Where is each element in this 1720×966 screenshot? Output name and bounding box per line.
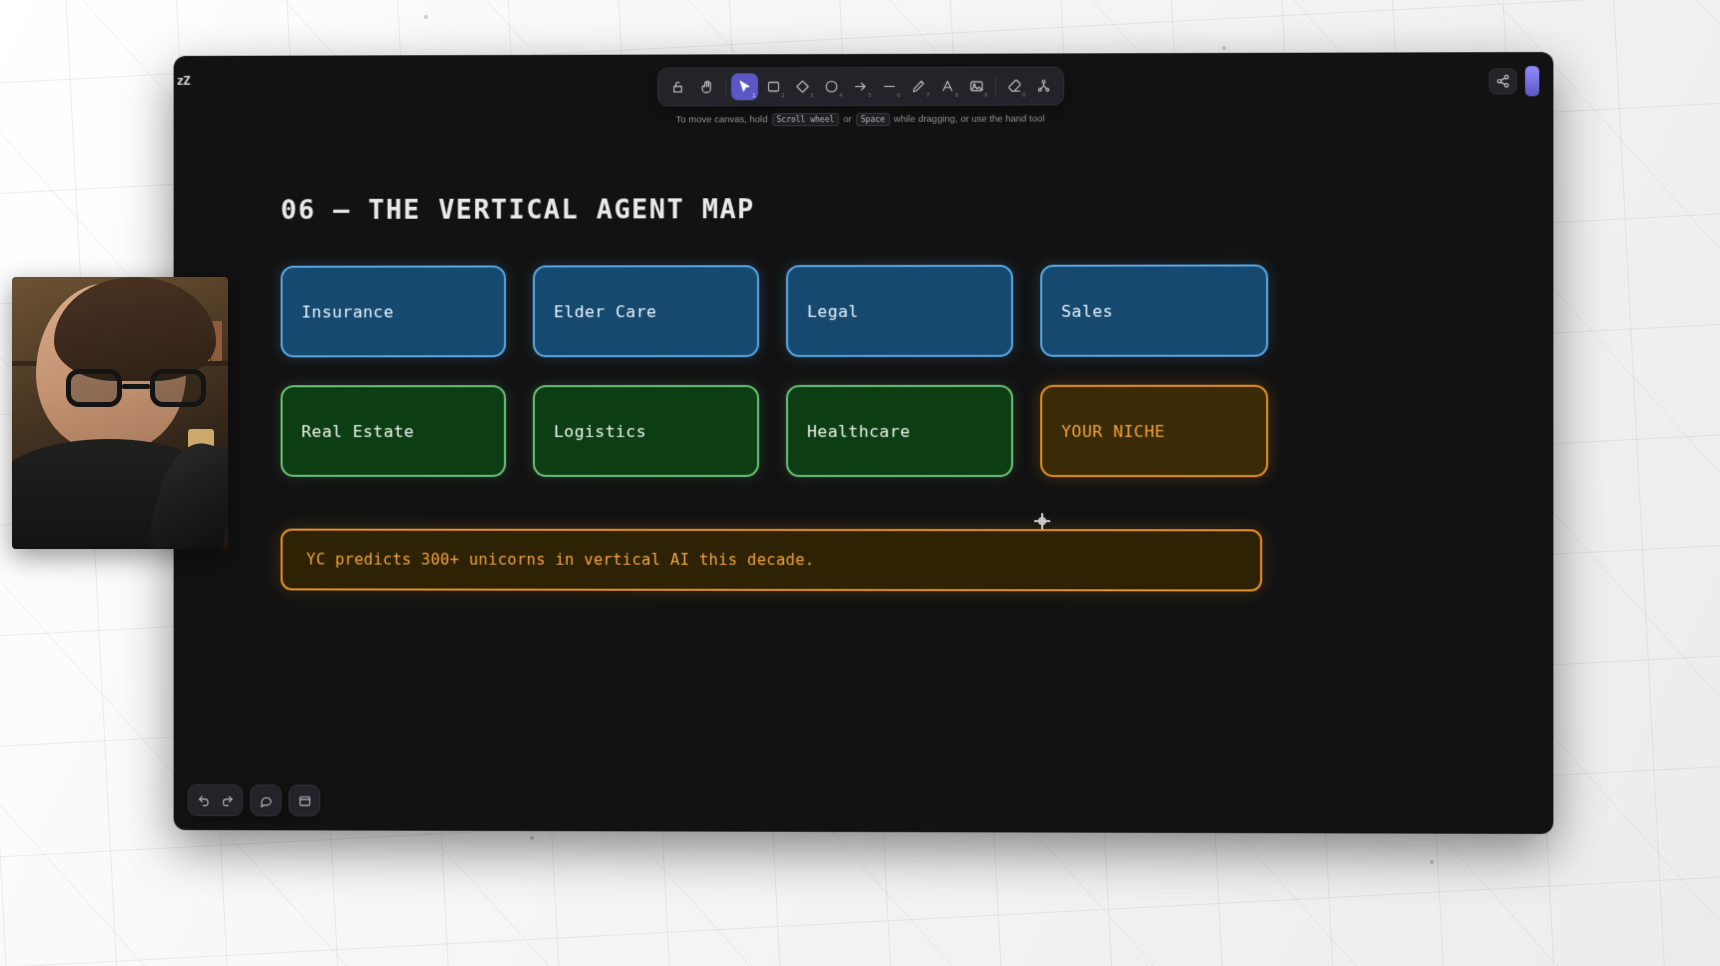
tool-image[interactable]: 9 — [963, 73, 990, 100]
share-button[interactable] — [1488, 68, 1518, 95]
library-icon — [298, 794, 311, 807]
tool-line[interactable]: 6 — [875, 73, 902, 100]
tool-shortcut-number: 9 — [983, 91, 988, 99]
eraser-icon — [1007, 79, 1022, 94]
page-title: 06 — THE VERTICAL AGENT MAP — [280, 194, 755, 226]
vertical-card-label: Sales — [1061, 301, 1114, 321]
tool-hand[interactable] — [693, 73, 720, 100]
tool-shortcut-number: 0 — [1022, 91, 1026, 99]
tool-eraser[interactable]: 0 — [1001, 73, 1028, 100]
hint-key-space: Space — [855, 112, 890, 127]
share-icon — [1496, 74, 1510, 88]
tool-palette[interactable]: 1 2 3 4 5 6 7 8 9 0 — [656, 66, 1064, 107]
desktop-dot — [1222, 46, 1226, 50]
desktop-dot — [1430, 860, 1434, 864]
vertical-card-label: Elder Care — [553, 301, 657, 321]
vertical-card-insurance[interactable]: Insurance — [280, 265, 506, 358]
vertical-card-real-estate[interactable]: Real Estate — [280, 385, 506, 477]
vertical-card-your-niche[interactable]: YOUR NICHE — [1040, 384, 1269, 478]
glasses-right-lens — [150, 369, 206, 407]
toolbar-separator — [724, 77, 726, 96]
tool-shortcut-number: 4 — [838, 92, 843, 100]
vertical-card-logistics[interactable]: Logistics — [532, 385, 760, 477]
hand-icon — [702, 80, 712, 94]
eyeglasses-icon — [66, 369, 206, 407]
comment-button-group — [249, 784, 282, 817]
tool-shortcut-number: 1 — [751, 92, 756, 100]
webcam-person-hair — [54, 277, 216, 381]
webcam-overlay[interactable] — [12, 277, 228, 549]
tool-text[interactable]: 8 — [934, 73, 961, 100]
tool-selection[interactable]: 1 — [730, 73, 758, 101]
tool-shortcut-number: 6 — [896, 91, 901, 99]
line-icon — [883, 85, 895, 87]
accent-indicator — [1525, 66, 1540, 97]
text-icon — [941, 80, 952, 92]
ellipse-icon — [825, 80, 837, 93]
undo-icon — [197, 794, 210, 807]
vertical-card-healthcare[interactable]: Healthcare — [786, 384, 1014, 478]
redo-button[interactable] — [215, 789, 239, 811]
slide-content: 06 — THE VERTICAL AGENT MAP Insurance Eld… — [280, 193, 1463, 592]
tool-shortcut-number: 8 — [954, 91, 959, 99]
vertical-card-label: Legal — [807, 301, 859, 321]
vertical-card-legal[interactable]: Legal — [786, 264, 1014, 358]
window-top-right-controls — [1488, 66, 1540, 97]
image-icon — [969, 81, 982, 92]
diamond-icon — [796, 80, 809, 93]
shelf-book — [211, 321, 222, 361]
selection-icon — [739, 80, 750, 92]
arrow-icon — [854, 82, 865, 91]
glasses-left-lens — [66, 369, 122, 407]
rectangle-icon — [768, 81, 780, 92]
tool-diamond[interactable]: 3 — [789, 73, 816, 100]
tool-arrow[interactable]: 5 — [847, 73, 874, 100]
hint-key-scroll: Scroll wheel — [771, 113, 840, 127]
tool-shortcut-number: 7 — [925, 91, 930, 99]
tool-lock[interactable] — [664, 73, 691, 100]
vertical-card-label: YOUR NICHE — [1061, 421, 1165, 441]
comment-icon — [259, 794, 272, 807]
vertical-card-label: Real Estate — [301, 421, 415, 441]
library-button[interactable] — [292, 790, 316, 812]
tool-rectangle[interactable]: 2 — [760, 73, 787, 100]
hint-middle: or — [843, 114, 852, 126]
vertical-card-label: Healthcare — [807, 421, 911, 441]
vertical-card-label: Logistics — [553, 421, 647, 441]
desktop-dot — [530, 836, 534, 840]
tool-shortcut-number: 2 — [780, 92, 785, 100]
canvas-pan-hint: To move canvas, hold Scroll wheel or Spa… — [675, 112, 1045, 127]
history-button-group — [187, 784, 243, 817]
draw-icon — [912, 80, 924, 93]
library-button-group — [288, 784, 321, 817]
tool-more-tools[interactable] — [1030, 72, 1057, 99]
callout-banner-text: YC predicts 300+ unicorns in vertical AI… — [306, 550, 815, 569]
webcam-person-head — [36, 277, 216, 451]
comment-button[interactable] — [254, 789, 278, 811]
redo-icon — [221, 794, 234, 807]
bottom-left-controls — [187, 784, 321, 817]
glasses-bridge — [122, 384, 150, 389]
lock-icon — [673, 81, 683, 93]
hint-suffix: while dragging, or use the hand tool — [893, 113, 1045, 125]
undo-button[interactable] — [191, 789, 215, 811]
desktop-dot — [424, 15, 428, 19]
vertical-card-label: Insurance — [301, 301, 394, 322]
tool-shortcut-number: 5 — [867, 91, 872, 99]
tool-ellipse[interactable]: 4 — [818, 73, 845, 100]
callout-banner[interactable]: YC predicts 300+ unicorns in vertical AI… — [280, 528, 1263, 592]
hint-prefix: To move canvas, hold — [675, 114, 768, 126]
tool-draw[interactable]: 7 — [905, 73, 932, 100]
vertical-card-sales[interactable]: Sales — [1040, 264, 1269, 357]
toolbar-region: 1 2 3 4 5 6 7 8 9 0 To move canvas, hold Scroll w… — [174, 65, 1554, 128]
vertical-card-elder-care[interactable]: Elder Care — [532, 265, 760, 358]
toolbar-separator — [994, 77, 996, 96]
shapes-icon — [1036, 78, 1051, 93]
tool-shortcut-number: 3 — [809, 92, 814, 100]
